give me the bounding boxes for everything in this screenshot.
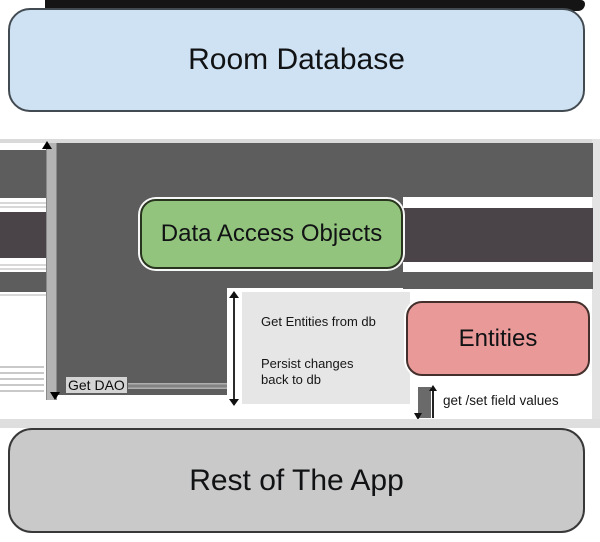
get-dao-arrowhead-down-icon xyxy=(50,392,60,400)
rest-of-app-label: Rest of The App xyxy=(189,463,404,497)
entities-label: Entities xyxy=(458,324,538,352)
get-dao-underline xyxy=(128,383,227,389)
divider-strip-bottom xyxy=(0,419,600,428)
connector-band-low-right xyxy=(403,272,593,289)
edge-label-persist-line2: back to db xyxy=(261,372,321,387)
divider-strip xyxy=(0,139,600,143)
top-black-band xyxy=(45,0,585,11)
artifact-line xyxy=(0,390,44,392)
get-dao-arrow xyxy=(46,143,57,400)
room-database-node: Room Database xyxy=(8,8,585,112)
artifact-line xyxy=(0,268,46,270)
right-margin-strip xyxy=(592,139,600,426)
edge-label-get-dao: Get DAO xyxy=(66,377,127,393)
edge-label-persist-line1: Persist changes xyxy=(261,356,354,371)
edge-label-panel xyxy=(242,292,410,404)
artifact-line xyxy=(0,294,46,296)
connector-band-top-left xyxy=(0,150,46,198)
get-set-arrow-line xyxy=(432,388,434,418)
artifact-line xyxy=(0,366,44,368)
artifact-line xyxy=(0,378,44,380)
data-access-objects-node: Data Access Objects xyxy=(140,199,403,269)
artifact-line xyxy=(0,206,46,208)
data-access-objects-label: Data Access Objects xyxy=(160,220,383,247)
room-database-label: Room Database xyxy=(188,43,405,76)
entities-node: Entities xyxy=(406,301,590,376)
dao-app-arrowhead-up-icon xyxy=(229,291,239,298)
get-dao-arrowhead-up-icon xyxy=(42,141,52,149)
connector-band-low-left xyxy=(0,272,46,292)
dao-app-double-arrow xyxy=(233,296,235,400)
get-set-arrowhead-down-icon xyxy=(414,413,422,420)
get-set-arrow-bar xyxy=(418,387,431,418)
artifact-line xyxy=(0,384,44,386)
edge-label-get-entities: Get Entities from db xyxy=(261,314,376,329)
edge-label-get-set-field-values: get /set field values xyxy=(443,393,559,408)
connector-band-dark-left xyxy=(0,212,46,258)
connector-block-left xyxy=(57,143,227,395)
artifact-line xyxy=(0,264,46,266)
connector-band-dark-right xyxy=(403,208,593,262)
rest-of-app-node: Rest of The App xyxy=(8,428,585,533)
artifact-line xyxy=(0,202,46,204)
connector-band-top-right xyxy=(403,143,593,197)
artifact-line xyxy=(0,372,44,374)
dao-app-arrowhead-down-icon xyxy=(229,399,239,406)
edge-label-persist-changes: Persist changes back to db xyxy=(261,356,381,388)
get-set-arrowhead-up-icon xyxy=(429,385,437,391)
